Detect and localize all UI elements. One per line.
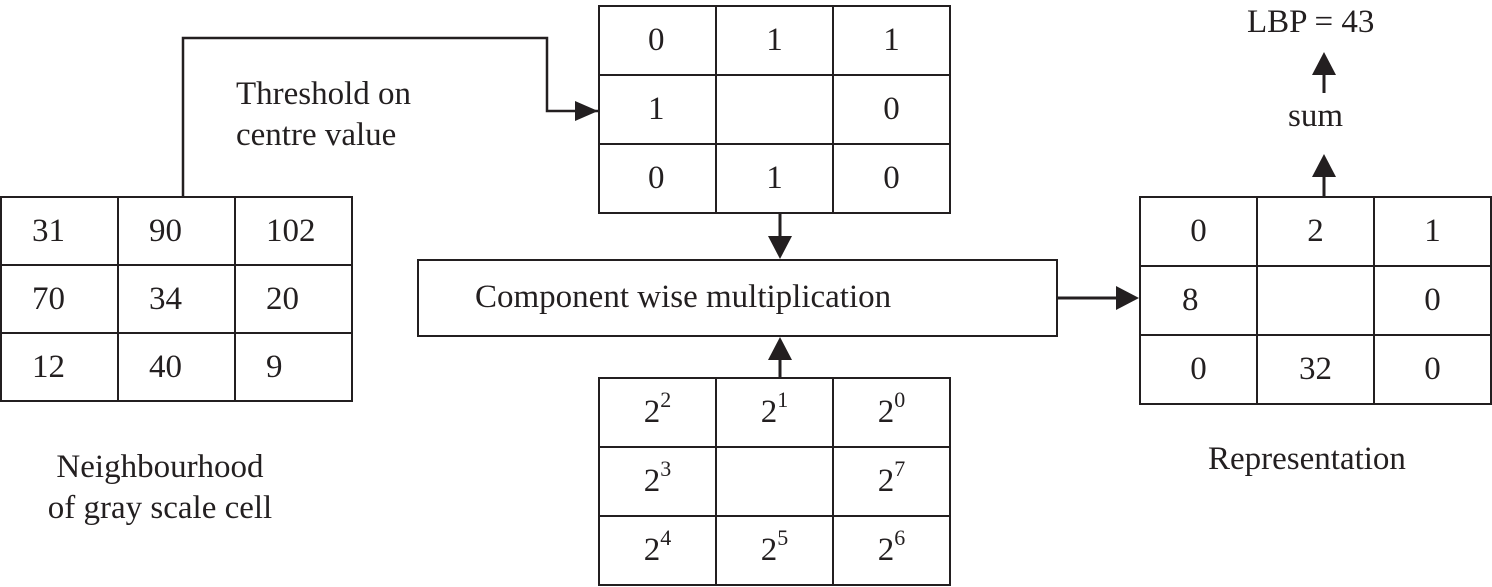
neighbourhood-cell: 9 — [234, 332, 353, 402]
neighbourhood-center-cell: 34 — [117, 264, 236, 334]
neighbourhood-caption-line1: Neighbourhood — [56, 449, 264, 485]
representation-to-sum-arrowhead — [1312, 154, 1336, 177]
threshold-cell: 0 — [832, 74, 951, 145]
weight-base: 2 — [877, 532, 895, 568]
threshold-grid: 0 1 1 1 0 0 1 0 — [598, 5, 951, 214]
weights-grid: 22 21 20 23 27 24 25 26 — [598, 377, 951, 586]
threshold-cell: 0 — [598, 5, 717, 76]
representation-row: 0 2 1 — [1139, 196, 1492, 267]
neighbourhood-grid: 31 90 102 70 34 20 12 40 9 — [0, 196, 353, 402]
weight-center-cell — [715, 446, 834, 517]
weight-exponent: 7 — [894, 456, 906, 481]
threshold-arrowhead — [575, 101, 598, 121]
representation-center-cell — [1256, 265, 1375, 336]
threshold-caption-line2: centre value — [236, 116, 397, 153]
threshold-cell: 1 — [832, 5, 951, 76]
weight-exponent: 4 — [660, 525, 672, 550]
weight-base: 2 — [877, 394, 895, 430]
representation-cell: 1 — [1373, 196, 1492, 267]
multiplication-box: Component wise multiplication — [417, 259, 1058, 337]
neighbourhood-row: 70 34 20 — [0, 264, 353, 334]
threshold-cell: 1 — [715, 143, 834, 214]
threshold-caption: Threshold on centre value — [236, 74, 411, 156]
lbp-result-label: LBP = 43 — [1247, 4, 1375, 40]
representation-grid: 0 2 1 8 0 0 32 0 — [1139, 196, 1492, 405]
threshold-row: 0 1 0 — [598, 143, 951, 214]
threshold-row: 0 1 1 — [598, 5, 951, 76]
weight-exponent: 1 — [777, 387, 789, 412]
neighbourhood-cell: 40 — [117, 332, 236, 402]
multiply-to-representation-arrowhead — [1116, 286, 1139, 310]
representation-cell: 8 — [1139, 265, 1258, 336]
weights-row: 24 25 26 — [598, 515, 951, 586]
representation-cell: 0 — [1373, 334, 1492, 405]
weights-to-multiply-arrowhead — [768, 337, 792, 360]
weight-cell: 20 — [832, 377, 951, 448]
weight-base: 2 — [760, 394, 778, 430]
weights-row: 22 21 20 — [598, 377, 951, 448]
representation-cell: 0 — [1139, 196, 1258, 267]
weight-cell: 25 — [715, 515, 834, 586]
weight-cell: 21 — [715, 377, 834, 448]
neighbourhood-cell: 31 — [0, 196, 119, 266]
threshold-center-cell — [715, 74, 834, 145]
neighbourhood-row: 31 90 102 — [0, 196, 353, 266]
weight-base: 2 — [643, 463, 661, 499]
threshold-caption-line1: Threshold on — [236, 76, 412, 112]
neighbourhood-caption-line2: of gray scale cell — [47, 489, 273, 526]
threshold-connector — [181, 36, 598, 196]
representation-row: 0 32 0 — [1139, 334, 1492, 405]
weight-cell: 23 — [598, 446, 717, 517]
weight-exponent: 5 — [777, 525, 789, 550]
representation-cell: 32 — [1256, 334, 1375, 405]
representation-cell: 0 — [1373, 265, 1492, 336]
weight-base: 2 — [877, 463, 895, 499]
weight-cell: 26 — [832, 515, 951, 586]
weight-exponent: 6 — [894, 525, 906, 550]
weight-cell: 24 — [598, 515, 717, 586]
multiplication-label: Component wise multiplication — [475, 279, 892, 315]
weight-exponent: 0 — [894, 387, 906, 412]
threshold-cell: 1 — [715, 5, 834, 76]
weights-row: 23 27 — [598, 446, 951, 517]
weight-base: 2 — [643, 394, 661, 430]
threshold-cell: 1 — [598, 74, 717, 145]
weight-cell: 22 — [598, 377, 717, 448]
representation-cell: 2 — [1256, 196, 1375, 267]
neighbourhood-cell: 12 — [0, 332, 119, 402]
neighbourhood-row: 12 40 9 — [0, 332, 353, 402]
representation-cell: 0 — [1139, 334, 1258, 405]
threshold-cell: 0 — [832, 143, 951, 214]
weight-exponent: 3 — [660, 456, 672, 481]
threshold-cell: 0 — [598, 143, 717, 214]
representation-caption: Representation — [1208, 441, 1406, 477]
threshold-row: 1 0 — [598, 74, 951, 145]
weight-cell: 27 — [832, 446, 951, 517]
sum-label: sum — [1288, 98, 1344, 134]
threshold-to-multiply-arrowhead — [768, 236, 792, 259]
neighbourhood-cell: 102 — [234, 196, 353, 266]
neighbourhood-cell: 20 — [234, 264, 353, 334]
sum-to-result-arrowhead — [1312, 52, 1336, 75]
neighbourhood-cell: 70 — [0, 264, 119, 334]
neighbourhood-caption: Neighbourhood of gray scale cell — [32, 447, 288, 529]
weight-base: 2 — [643, 532, 661, 568]
representation-row: 8 0 — [1139, 265, 1492, 336]
weight-base: 2 — [760, 532, 778, 568]
weight-exponent: 2 — [660, 387, 672, 412]
neighbourhood-cell: 90 — [117, 196, 236, 266]
